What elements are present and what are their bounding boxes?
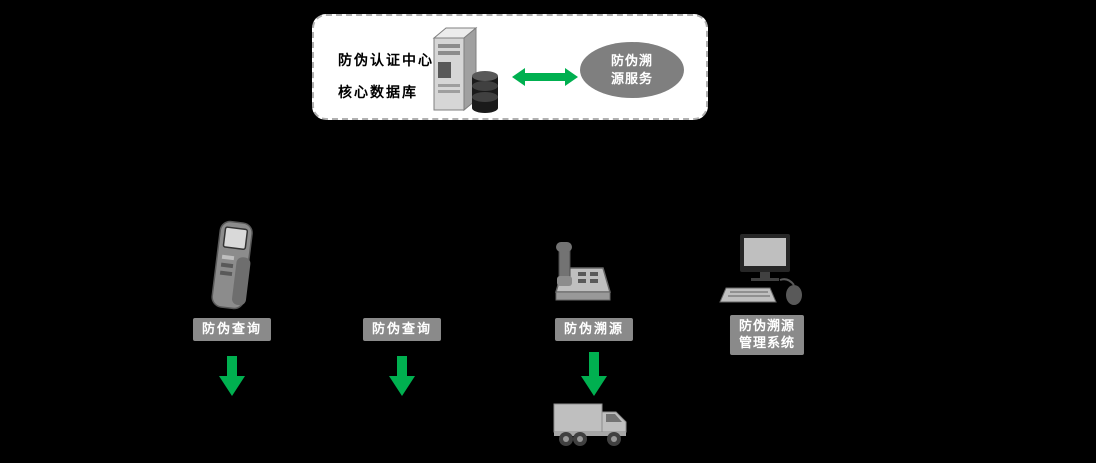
center-title-line1: 防伪认证中心 — [338, 52, 434, 68]
mouse-icon — [779, 278, 802, 305]
branch-label-3-text: 防伪溯源 — [563, 321, 625, 336]
branch-line-4 — [763, 167, 766, 239]
down-arrow-icon-1 — [219, 356, 245, 401]
center-title-line2: 核心数据库 — [338, 84, 418, 100]
server-database-icon — [420, 24, 508, 116]
service-label-line2: 源服务 — [610, 71, 653, 86]
monitor-icon — [740, 234, 790, 281]
sync-double-arrow-icon — [512, 66, 578, 88]
server-icon — [432, 26, 478, 112]
branch-label-1-text: 防伪查询 — [201, 321, 263, 336]
keyboard-icon — [719, 287, 777, 303]
traceability-service-ellipse: 防伪溯 源服务 — [580, 42, 684, 98]
handheld-scanner-icon — [200, 216, 264, 316]
branch-label-2-text: 防伪查询 — [371, 321, 433, 336]
bus-line — [130, 163, 936, 167]
branch-label-4: 防伪溯源 管理系统 — [729, 315, 805, 355]
down-arrow-icon-2 — [389, 356, 415, 401]
branch-label-2: 防伪查询 — [362, 318, 442, 341]
computer-icon — [718, 232, 810, 308]
branch-label-1: 防伪查询 — [192, 318, 272, 341]
truck-icon — [552, 398, 632, 448]
desk-phone-icon — [548, 236, 618, 308]
branch-line-2 — [400, 167, 403, 227]
branch-label-3: 防伪溯源 — [554, 318, 634, 341]
database-icon — [472, 71, 498, 113]
down-arrow-icon-3 — [581, 352, 607, 401]
branch-label-4-line2: 管理系统 — [738, 334, 796, 350]
center-connector-line — [506, 120, 509, 166]
certification-center-box: 防伪认证中心 核心数据库 — [312, 14, 708, 120]
branch-label-4-line1: 防伪溯源 — [738, 318, 796, 333]
service-label-line1: 防伪溯 — [610, 53, 653, 69]
branch-line-1 — [230, 167, 233, 227]
branch-line-3 — [575, 167, 578, 247]
